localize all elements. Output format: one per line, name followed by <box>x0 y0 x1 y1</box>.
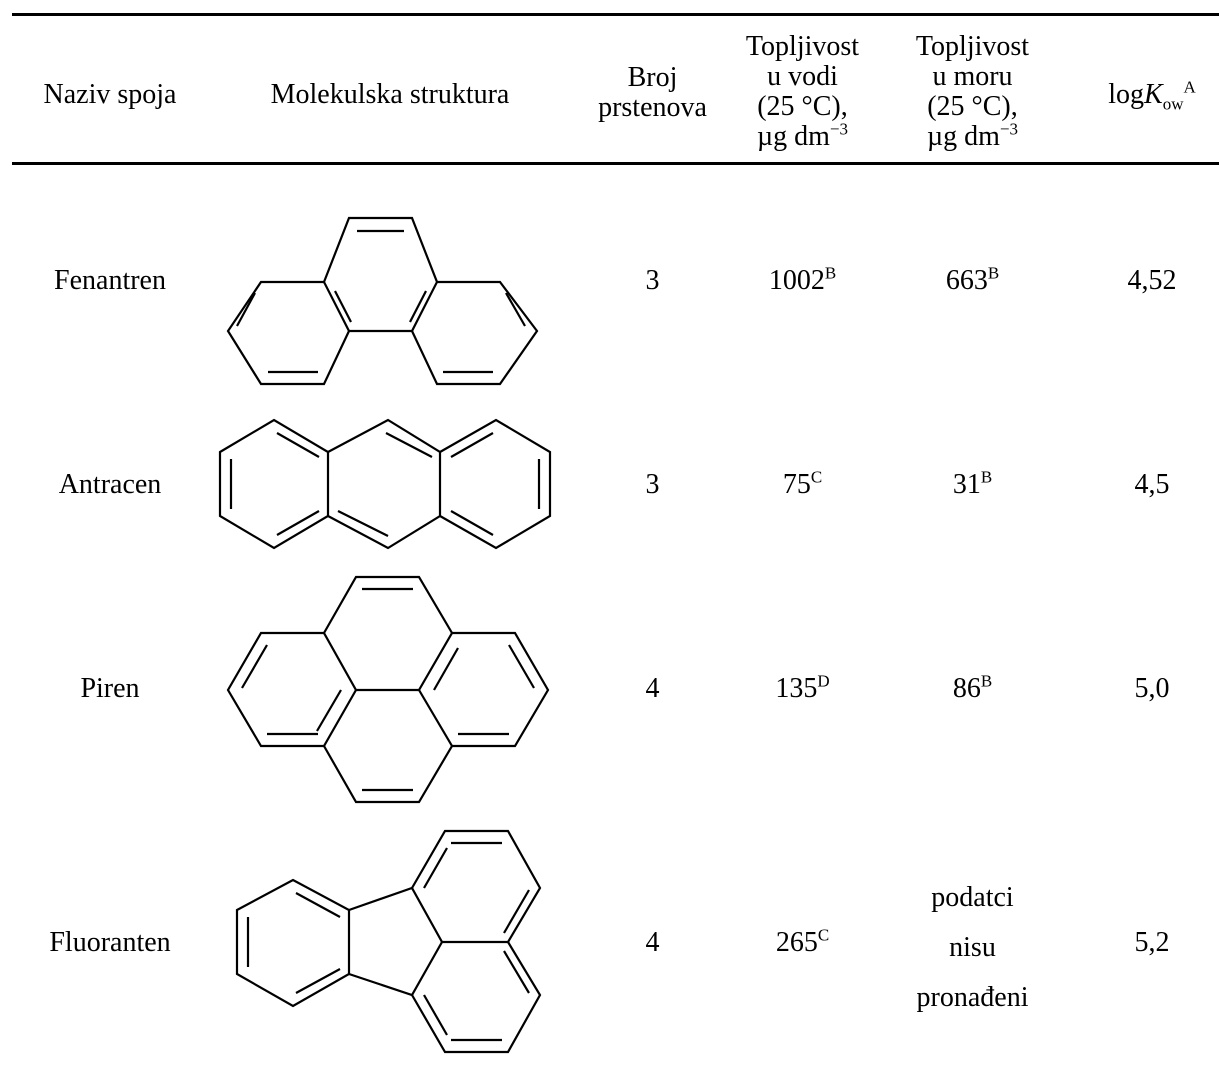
row-2-sea-value: 31 <box>952 469 981 500</box>
header-rings-line2: prstenova <box>598 92 707 123</box>
header-water-line1: Topljivost <box>745 31 860 62</box>
header-structure: Molekulska struktura <box>220 60 560 130</box>
header-sea-unit-exp: −3 <box>999 119 1018 139</box>
header-water-line3: (25 °C), <box>757 91 848 122</box>
header-rings: Broj prstenova <box>580 58 725 128</box>
row-3-water: 135D <box>735 671 870 704</box>
header-name-text: Naziv spoja <box>43 79 177 110</box>
row-2-sea: 31B <box>905 467 1040 500</box>
row-1-water: 1002B <box>735 263 870 296</box>
row-3-rings: 4 <box>645 673 660 704</box>
row-4-water-value: 265 <box>775 927 818 958</box>
header-logkow-k: K <box>1144 79 1163 110</box>
header-water-solubility: Topljivost u vodi (25 °C), µg dm−3 <box>735 22 870 162</box>
fluoranthene-structure-icon <box>235 829 542 1054</box>
row-1-sea-value: 663 <box>945 265 988 296</box>
header-sea-solubility: Topljivost u moru (25 °C), µg dm−3 <box>905 22 1040 162</box>
header-structure-text: Molekulska struktura <box>270 79 510 110</box>
header-water-line4: µg dm−3 <box>756 119 848 152</box>
row-4-rings: 4 <box>645 927 660 958</box>
row-1-rings: 3 <box>645 265 660 296</box>
row-4-water-ref: C <box>817 925 830 945</box>
row-1-sea-ref: B <box>987 263 1000 283</box>
row-3-water-ref: D <box>817 671 830 691</box>
phenanthrene-structure-icon <box>226 216 539 386</box>
header-sea-unit: µg dm <box>926 121 1000 152</box>
row-3-water-value: 135 <box>775 673 818 704</box>
header-rings-line1: Broj <box>627 62 678 93</box>
row-1-water-value: 1002 <box>768 265 825 296</box>
header-sea-line3: (25 °C), <box>927 91 1018 122</box>
row-2-name: Antracen <box>58 469 162 500</box>
table-header-rule <box>12 162 1219 165</box>
row-3-name: Piren <box>80 673 140 704</box>
row-4-sea-line1: podatci nisu <box>931 882 1014 963</box>
header-logkow: logKowA <box>1085 60 1219 130</box>
header-logkow-log: log <box>1108 79 1145 110</box>
row-2-water-ref: C <box>810 467 823 487</box>
header-water-line2: u vodi <box>767 61 838 92</box>
pyrene-structure-icon <box>226 575 550 804</box>
row-4-sea: podatci nisu pronađeni <box>905 882 1040 1013</box>
row-1-name: Fenantren <box>54 265 166 296</box>
row-3-sea-ref: B <box>980 671 993 691</box>
row-2-water-value: 75 <box>782 469 811 500</box>
row-4-logkow: 5,2 <box>1134 927 1170 958</box>
anthracene-structure-icon <box>218 418 552 550</box>
header-logkow-text: logKowA <box>1108 77 1196 113</box>
row-2-sea-ref: B <box>980 467 993 487</box>
row-1-sea: 663B <box>905 263 1040 296</box>
row-2-logkow: 4,5 <box>1134 469 1170 500</box>
row-2-water: 75C <box>735 467 870 500</box>
header-logkow-sup: A <box>1183 77 1196 97</box>
header-water-unit-exp: −3 <box>829 119 848 139</box>
row-3-sea: 86B <box>905 671 1040 704</box>
row-1-water-ref: B <box>824 263 837 283</box>
header-sea-line1: Topljivost <box>915 31 1030 62</box>
row-4-water: 265C <box>735 925 870 958</box>
row-4-sea-line2: pronađeni <box>916 982 1029 1013</box>
header-logkow-sub: ow <box>1162 94 1184 114</box>
row-3-sea-value: 86 <box>952 673 981 704</box>
row-3-logkow: 5,0 <box>1134 673 1170 704</box>
header-sea-line2: u moru <box>932 61 1013 92</box>
table-top-rule <box>12 13 1219 16</box>
header-name: Naziv spoja <box>20 60 200 130</box>
row-1-logkow: 4,52 <box>1127 265 1177 296</box>
header-sea-line4: µg dm−3 <box>926 119 1018 152</box>
row-4-name: Fluoranten <box>49 927 171 958</box>
header-water-unit: µg dm <box>756 121 830 152</box>
row-2-rings: 3 <box>645 469 660 500</box>
